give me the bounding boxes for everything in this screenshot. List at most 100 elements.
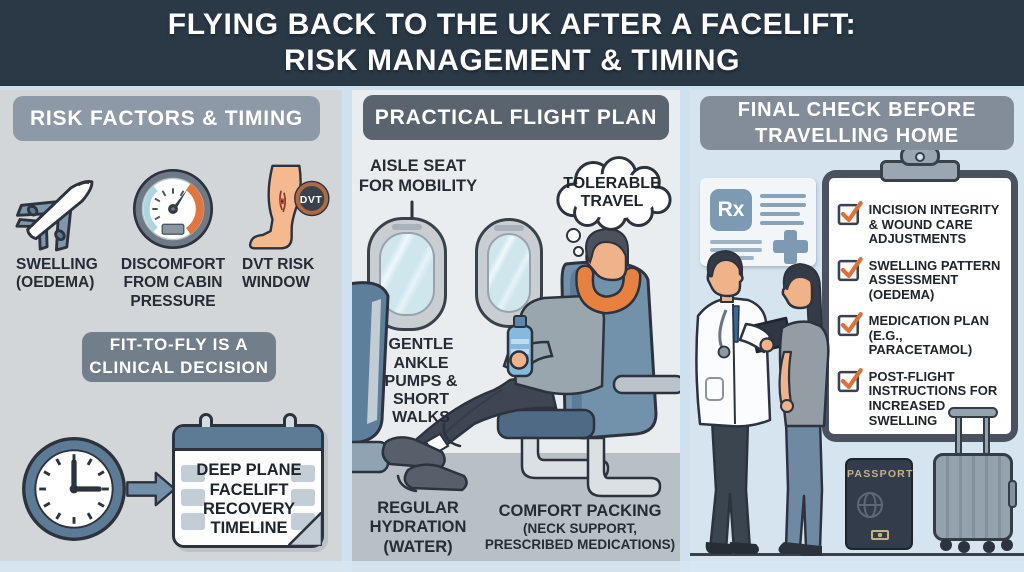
fit-to-fly-badge: FIT-TO-FLY IS A CLINICAL DECISION <box>82 332 276 382</box>
calendar-cell <box>181 465 205 482</box>
patient-jeans <box>784 418 824 550</box>
label-swelling: SWELLING (OEDEMA) <box>16 256 98 292</box>
calendar-text: DEEP PLANE FACELIFT RECOVERY TIMELINE <box>196 461 302 538</box>
checked-checkbox-icon <box>837 312 863 337</box>
checklist-item: INCISION INTEGRITY & WOUND CARE ADJUSTME… <box>837 200 1003 247</box>
panel-final-check: Rx INCISION INTEGRI <box>690 90 1024 572</box>
suitcase-wheel <box>983 541 995 553</box>
final-check-title-badge: FINAL CHECK BEFORE TRAVELLING HOME <box>700 96 1014 150</box>
comfort-packing-title: COMFORT PACKING <box>498 502 662 520</box>
panel-flight-plan: TOLERABLE TRAVEL AISLE SEAT FOR MOBILITY… <box>352 90 680 572</box>
thought-bubble-text: TOLERABLE TRAVEL <box>563 174 661 210</box>
pressure-gauge-icon <box>132 168 214 250</box>
checked-checkbox-icon <box>837 256 863 281</box>
suitcase-wheel <box>1001 539 1013 551</box>
dvt-badge-label: DVT <box>299 194 323 206</box>
checklist-item-text: POST-FLIGHT INSTRUCTIONS FOR INCREASED S… <box>868 368 998 428</box>
checklist-item: MEDICATION PLAN (E.G., PARACETAMOL) <box>837 311 1003 358</box>
checklist-item: SWELLING PATTERN ASSESSMENT (OEDEMA) <box>837 256 1003 303</box>
rx-text-line <box>710 248 762 252</box>
doctor-hair <box>706 250 744 278</box>
doctor-trousers <box>708 418 752 552</box>
calendar-cell <box>291 489 315 506</box>
window-shade-slot <box>392 224 422 230</box>
doctor-figure <box>695 250 793 554</box>
label-dvt-risk: DVT RISK WINDOW <box>242 256 315 292</box>
header-title-line1: FLYING BACK TO THE UK AFTER A FACELIFT: <box>167 7 857 41</box>
checklist-clipboard: INCISION INTEGRITY & WOUND CARE ADJUSTME… <box>822 146 1018 442</box>
arrow-right-icon <box>126 471 176 507</box>
label-comfort-packing: COMFORT PACKING (NECK SUPPORT, PRESCRIBE… <box>480 502 680 553</box>
suitcase-wheel <box>940 539 952 551</box>
suitcase-handle-bar <box>955 415 962 455</box>
thought-bubble <box>556 156 672 231</box>
suitcase-side-handle <box>1008 480 1017 508</box>
partial-seat <box>352 281 390 474</box>
dvt-leg-icon <box>248 164 330 250</box>
label-ankle-pumps: GENTLE ANKLE PUMPS & SHORT WALKS <box>384 336 458 427</box>
header-title-line2: RISK MANAGEMENT & TIMING <box>283 44 741 77</box>
label-aisle-seat: AISLE SEAT FOR MOBILITY <box>358 157 478 195</box>
checklist: INCISION INTEGRITY & WOUND CARE ADJUSTME… <box>837 200 1003 428</box>
stethoscope-chestpiece <box>717 345 731 359</box>
risk-factors-title-badge: RISK FACTORS & TIMING <box>13 96 320 141</box>
thought-trail-dot <box>573 246 584 257</box>
patient-figure <box>778 263 830 556</box>
clock-icon <box>22 437 126 541</box>
thought-trail-dot <box>566 228 581 243</box>
calendar-header-band <box>175 427 321 451</box>
panel-risk-factors: RISK FACTORS & TIMING <box>0 90 342 572</box>
patient-shoe <box>778 542 804 554</box>
window-glass <box>379 232 435 316</box>
ground-line <box>690 553 1024 556</box>
rx-text-line <box>760 221 804 225</box>
checklist-item-text: MEDICATION PLAN (E.G., PARACETAMOL) <box>868 313 990 358</box>
checklist-item: POST-FLIGHT INSTRUCTIONS FOR INCREASED S… <box>837 367 1003 428</box>
suitcase-handle-bar <box>983 415 990 455</box>
doctor-tie <box>732 305 740 343</box>
clipboard-clip-hole <box>915 152 925 162</box>
patient-shirt <box>778 320 830 428</box>
suitcase-wheel <box>958 541 970 553</box>
fit-to-fly-text: FIT-TO-FLY IS A CLINICAL DECISION <box>89 335 269 377</box>
calendar-icon: DEEP PLANE FACELIFT RECOVERY TIMELINE <box>172 413 324 548</box>
suitcase <box>933 453 1013 541</box>
rx-text-line <box>760 203 806 207</box>
checked-checkbox-icon <box>837 367 863 393</box>
rx-text-line <box>760 194 806 198</box>
header-bar: FLYING BACK TO THE UK AFTER A FACELIFT: … <box>0 0 1024 86</box>
calendar-folded-corner <box>288 512 322 546</box>
stethoscope <box>718 309 728 349</box>
label-cabin-pressure: DISCOMFORT FROM CABIN PRESSURE <box>120 256 226 310</box>
doctor-hand <box>759 337 775 353</box>
window-shade-slot <box>494 225 524 231</box>
patient-shoe <box>798 544 822 556</box>
passenger-hand <box>509 350 529 370</box>
patient-arm <box>778 350 793 406</box>
clipboard-paper <box>829 178 1011 434</box>
doctor-shoe <box>729 542 759 554</box>
calendar-cell <box>181 513 205 530</box>
cabin-scene <box>352 200 680 498</box>
seat-frame <box>520 374 680 498</box>
label-hydration: REGULAR HYDRATION (WATER) <box>369 498 467 556</box>
passport: PASSPORT <box>845 458 913 550</box>
passenger-shoe <box>381 436 446 470</box>
passport-chip-dot <box>878 533 882 537</box>
airplane-icon <box>15 180 94 252</box>
checklist-item-text: SWELLING PATTERN ASSESSMENT (OEDEMA) <box>868 257 1001 302</box>
final-check-title-line1: FINAL CHECK BEFORE <box>737 99 977 121</box>
risk-factors-title: RISK FACTORS & TIMING <box>29 106 304 130</box>
medical-cross-icon <box>773 240 808 253</box>
calendar-cell <box>291 465 315 482</box>
doctor-shoe <box>705 542 734 554</box>
final-check-title-line2: TRAVELLING HOME <box>755 125 959 147</box>
passport-chip-icon <box>871 530 889 540</box>
rx-text-line <box>710 240 762 244</box>
flight-plan-title-badge: PRACTICAL FLIGHT PLAN <box>363 95 669 140</box>
passport-globe-icon <box>857 492 883 518</box>
window-glass <box>487 233 531 313</box>
calendar-cell <box>181 489 205 506</box>
rx-text-line <box>760 212 800 216</box>
